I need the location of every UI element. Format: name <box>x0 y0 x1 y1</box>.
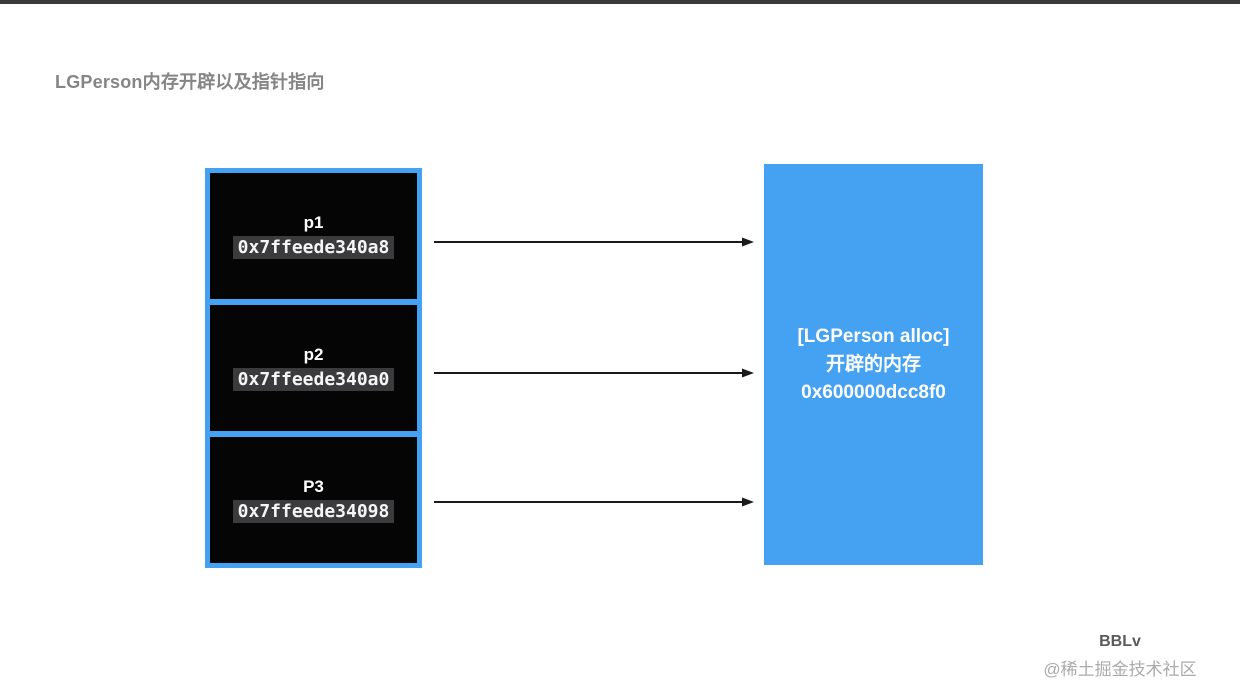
watermark-community: @稀土掘金技术社区 <box>1043 660 1197 679</box>
pointer-label: p2 <box>303 345 324 364</box>
pointer-cell-p2: p2 0x7ffeede340a0 <box>210 305 417 431</box>
alloc-line-address: 0x600000dcc8f0 <box>801 381 946 403</box>
watermark-author: BBLv <box>1099 633 1141 650</box>
pointer-arrow-p1 <box>434 236 754 248</box>
pointer-address: 0x7ffeede340a0 <box>232 368 395 391</box>
pointer-cell-p1: p1 0x7ffeede340a8 <box>210 173 417 299</box>
slide-title: LGPerson内存开辟以及指针指向 <box>55 72 325 92</box>
pointer-label: p1 <box>303 213 324 232</box>
alloc-memory-box: [LGPerson alloc] 开辟的内存 0x600000dcc8f0 <box>764 164 983 565</box>
pointer-arrow-p2 <box>434 367 754 379</box>
alloc-line-method: [LGPerson alloc] <box>797 325 950 347</box>
top-border-bar <box>0 0 1240 4</box>
pointer-label: P3 <box>303 477 324 496</box>
pointer-arrow-p3 <box>434 496 754 508</box>
alloc-line-description: 开辟的内存 <box>825 353 921 375</box>
pointer-stack: p1 0x7ffeede340a8 p2 0x7ffeede340a0 P3 0… <box>205 168 422 568</box>
watermark: BBLv @稀土掘金技术社区 <box>1020 633 1220 680</box>
pointer-address: 0x7ffeede340a8 <box>232 236 395 259</box>
pointer-address: 0x7ffeede34098 <box>232 500 395 523</box>
pointer-cell-p3: P3 0x7ffeede34098 <box>210 437 417 563</box>
